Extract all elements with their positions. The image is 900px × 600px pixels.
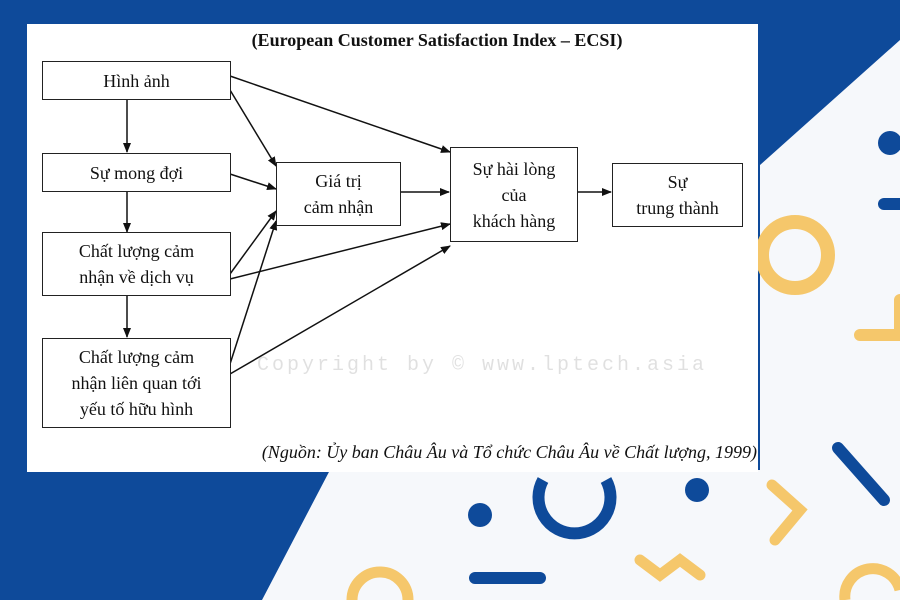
- diagram-title: (European Customer Satisfaction Index – …: [251, 30, 623, 50]
- blue-dot-decoration-2: [468, 503, 492, 527]
- blue-slash-decoration: [832, 442, 890, 506]
- blue-dot-decoration: [878, 131, 900, 155]
- diagram-source-caption: (Nguồn: Ủy ban Châu Âu và Tổ chức Châu Â…: [261, 442, 757, 462]
- arrow-mong-doi-to-gia-tri: [229, 173, 277, 191]
- node-gia-tri-cam-nhan: Giá trị cảm nhận: [276, 162, 401, 226]
- yellow-arc-decoration-2: [839, 563, 900, 600]
- node-su-hai-long: Sự hài lòng của khách hàng: [450, 147, 578, 242]
- yellow-ring-decoration: [755, 215, 835, 295]
- diagram-card: (European Customer Satisfaction Index – …: [27, 24, 758, 472]
- node-su-trung-thanh: Sự trung thành: [612, 163, 743, 227]
- yellow-chevron-decoration: [766, 479, 808, 546]
- blue-dot-decoration-3: [685, 478, 709, 502]
- arrow-dich-vu-to-gia-tri: [229, 210, 277, 275]
- node-su-mong-doi: Sự mong đợi: [42, 153, 231, 192]
- diagram-arrows: [123, 75, 612, 375]
- arrow-dich-vu-to-hai-long: [229, 222, 451, 280]
- blue-arc-decoration: [532, 477, 617, 540]
- arrow-hinh-anh-to-gia-tri: [229, 89, 277, 167]
- arrow-hinh-anh-to-hai-long: [229, 75, 451, 153]
- copyright-watermark: Copyright by © www.lptech.asia: [257, 354, 708, 377]
- arrow-huu-hinh-to-gia-tri: [229, 220, 278, 365]
- yellow-wave-decoration: [634, 553, 706, 582]
- node-chat-luong-dich-vu: Chất lượng cảm nhận về dịch vụ: [42, 232, 231, 296]
- node-hinh-anh: Hình ảnh: [42, 61, 231, 100]
- yellow-arc-decoration: [346, 566, 414, 600]
- node-chat-luong-huu-hinh: Chất lượng cảm nhận liên quan tới yếu tố…: [42, 338, 231, 428]
- arrow-huu-hinh-to-hai-long: [229, 245, 451, 375]
- blue-dash-decoration: [878, 198, 900, 210]
- yellow-zigzag-decoration: [854, 294, 900, 341]
